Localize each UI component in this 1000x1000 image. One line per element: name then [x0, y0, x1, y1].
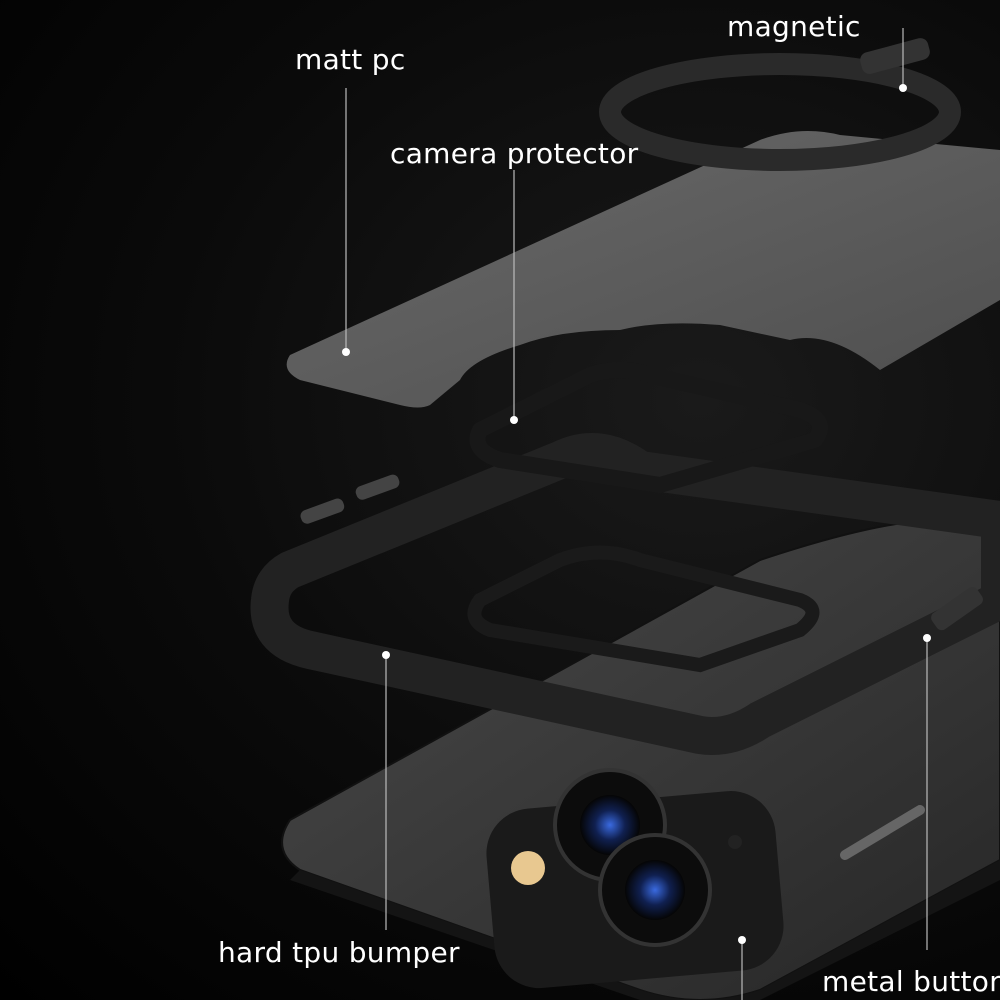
metal-button — [931, 586, 983, 631]
leader-lines — [345, 28, 928, 1000]
camera-protector-ring — [469, 362, 828, 493]
phone-body — [281, 519, 1000, 1000]
label-magnetic: magnetic — [727, 10, 861, 43]
label-camera-protector: camera protector — [390, 137, 639, 170]
label-matt-pc: matt pc — [295, 43, 406, 76]
flash-icon — [511, 851, 545, 885]
leader-dots — [342, 84, 931, 944]
label-hard-tpu-bumper: hard tpu bumper — [218, 936, 460, 969]
label-metal-button: metal button — [822, 965, 1000, 998]
matt-pc-plate — [286, 131, 1000, 408]
magnetic-ring — [599, 38, 961, 171]
tpu-bumper — [250, 433, 1000, 755]
